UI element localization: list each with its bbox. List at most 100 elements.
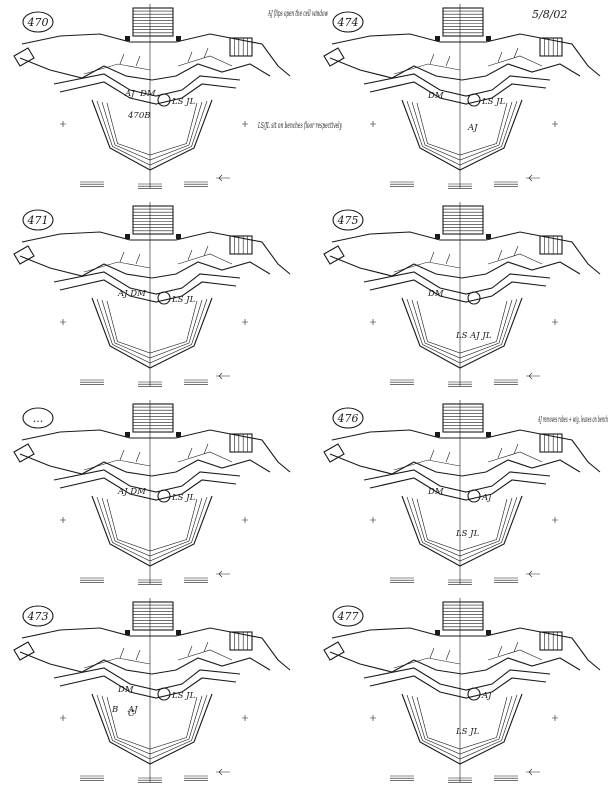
actor-label: DM: [427, 91, 444, 101]
actor-label: AJ: [124, 89, 135, 99]
stage-outline-top: [21, 231, 291, 275]
scale-arrow: [216, 174, 230, 182]
left-stair: [13, 245, 35, 265]
left-stair: [323, 641, 345, 661]
ramp-rungs: [119, 443, 209, 463]
inner-walkway-2: [59, 81, 237, 105]
actor-label: AJ DM: [117, 289, 146, 299]
actor-label: DM: [427, 487, 444, 497]
side-stair: [229, 433, 253, 453]
actor-label: C: [128, 709, 135, 719]
actor-label: AJ DM: [117, 487, 146, 497]
left-stair: [13, 47, 35, 67]
actor-label: LS JL: [171, 295, 196, 305]
post: [176, 630, 181, 635]
scale-arrow: [526, 570, 540, 578]
post: [125, 432, 130, 437]
panel-number: 470: [27, 16, 49, 29]
stair-block: [132, 7, 174, 37]
stage-outline-top: [331, 627, 601, 671]
stage-plan-panel: 471 AJ DM LS JL: [13, 202, 291, 387]
actor-position-circle: [467, 687, 481, 701]
stage-outline-mid: [19, 255, 271, 279]
actor-label: DM: [117, 685, 134, 695]
plus-mark: [370, 121, 558, 127]
ramp-track: [393, 459, 461, 471]
side-stair: [229, 235, 253, 255]
seating-tier: [96, 496, 208, 562]
ramp-track: [177, 253, 233, 265]
ramp-track: [487, 451, 543, 463]
stair-block: [442, 403, 484, 433]
post: [125, 36, 130, 41]
post: [435, 36, 440, 41]
ramp-track: [487, 649, 543, 661]
actor-label: AJ: [127, 705, 138, 715]
stage-outline-mid: [329, 453, 581, 477]
inner-walkway: [363, 73, 551, 97]
actor-label: 470B: [127, 111, 150, 121]
panel-number-oval: [22, 605, 54, 627]
panel-number: 471: [27, 214, 49, 227]
stage-outline-top: [21, 627, 291, 671]
actor-position-circle: [467, 291, 481, 305]
panel-number: 473: [27, 610, 49, 623]
ramp-track: [393, 63, 461, 75]
actor-label: LS JL: [481, 97, 506, 107]
ramp-track: [83, 261, 151, 273]
post: [486, 432, 491, 437]
actor-label: LS AJ JL: [455, 331, 492, 341]
ramp-rungs: [429, 641, 519, 661]
inner-walkway: [53, 667, 241, 691]
left-stair: [323, 47, 345, 67]
date-annotation: 5/8/02: [532, 8, 567, 21]
panel-number-oval: [22, 209, 54, 231]
panel-number-oval: [332, 209, 364, 231]
scale-arrow: [526, 768, 540, 776]
actor-position-circle: [157, 93, 171, 107]
actor-position-circle: [467, 93, 481, 107]
post: [176, 36, 181, 41]
scale-arrow: [216, 570, 230, 578]
inner-walkway: [53, 469, 241, 493]
actor-label: LS JL: [171, 97, 196, 107]
actor-position-circle: [467, 489, 481, 503]
side-stair: [539, 235, 563, 255]
left-stair: [13, 443, 35, 463]
left-stair: [323, 443, 345, 463]
stage-outline-mid: [19, 57, 271, 81]
stage-outline-top: [21, 33, 291, 77]
inner-walkway-2: [59, 477, 237, 501]
left-stair: [13, 641, 35, 661]
ramp-rungs: [119, 245, 209, 265]
scale-arrow: [526, 372, 540, 380]
seating-tier: [96, 298, 208, 364]
stage-outline-top: [331, 429, 601, 473]
post: [486, 234, 491, 239]
ramp-rungs: [429, 245, 519, 265]
stair-block: [132, 205, 174, 235]
side-stair: [539, 631, 563, 651]
scale-arrow: [526, 174, 540, 182]
side-stair: [539, 433, 563, 453]
stage-outline-mid: [329, 255, 581, 279]
post: [486, 36, 491, 41]
inner-walkway-2: [369, 477, 547, 501]
post: [486, 630, 491, 635]
ramp-track: [393, 261, 461, 273]
stair-block: [442, 7, 484, 37]
stage-outline-mid: [19, 453, 271, 477]
inner-walkway-2: [369, 279, 547, 303]
actor-label: LS JL: [171, 493, 196, 503]
plus-mark: [60, 517, 248, 523]
seating-tier: [406, 100, 518, 166]
panel-number-oval: [332, 11, 364, 33]
handwritten-note: AJ removes robes + wig, leaves on bench: [538, 415, 608, 425]
